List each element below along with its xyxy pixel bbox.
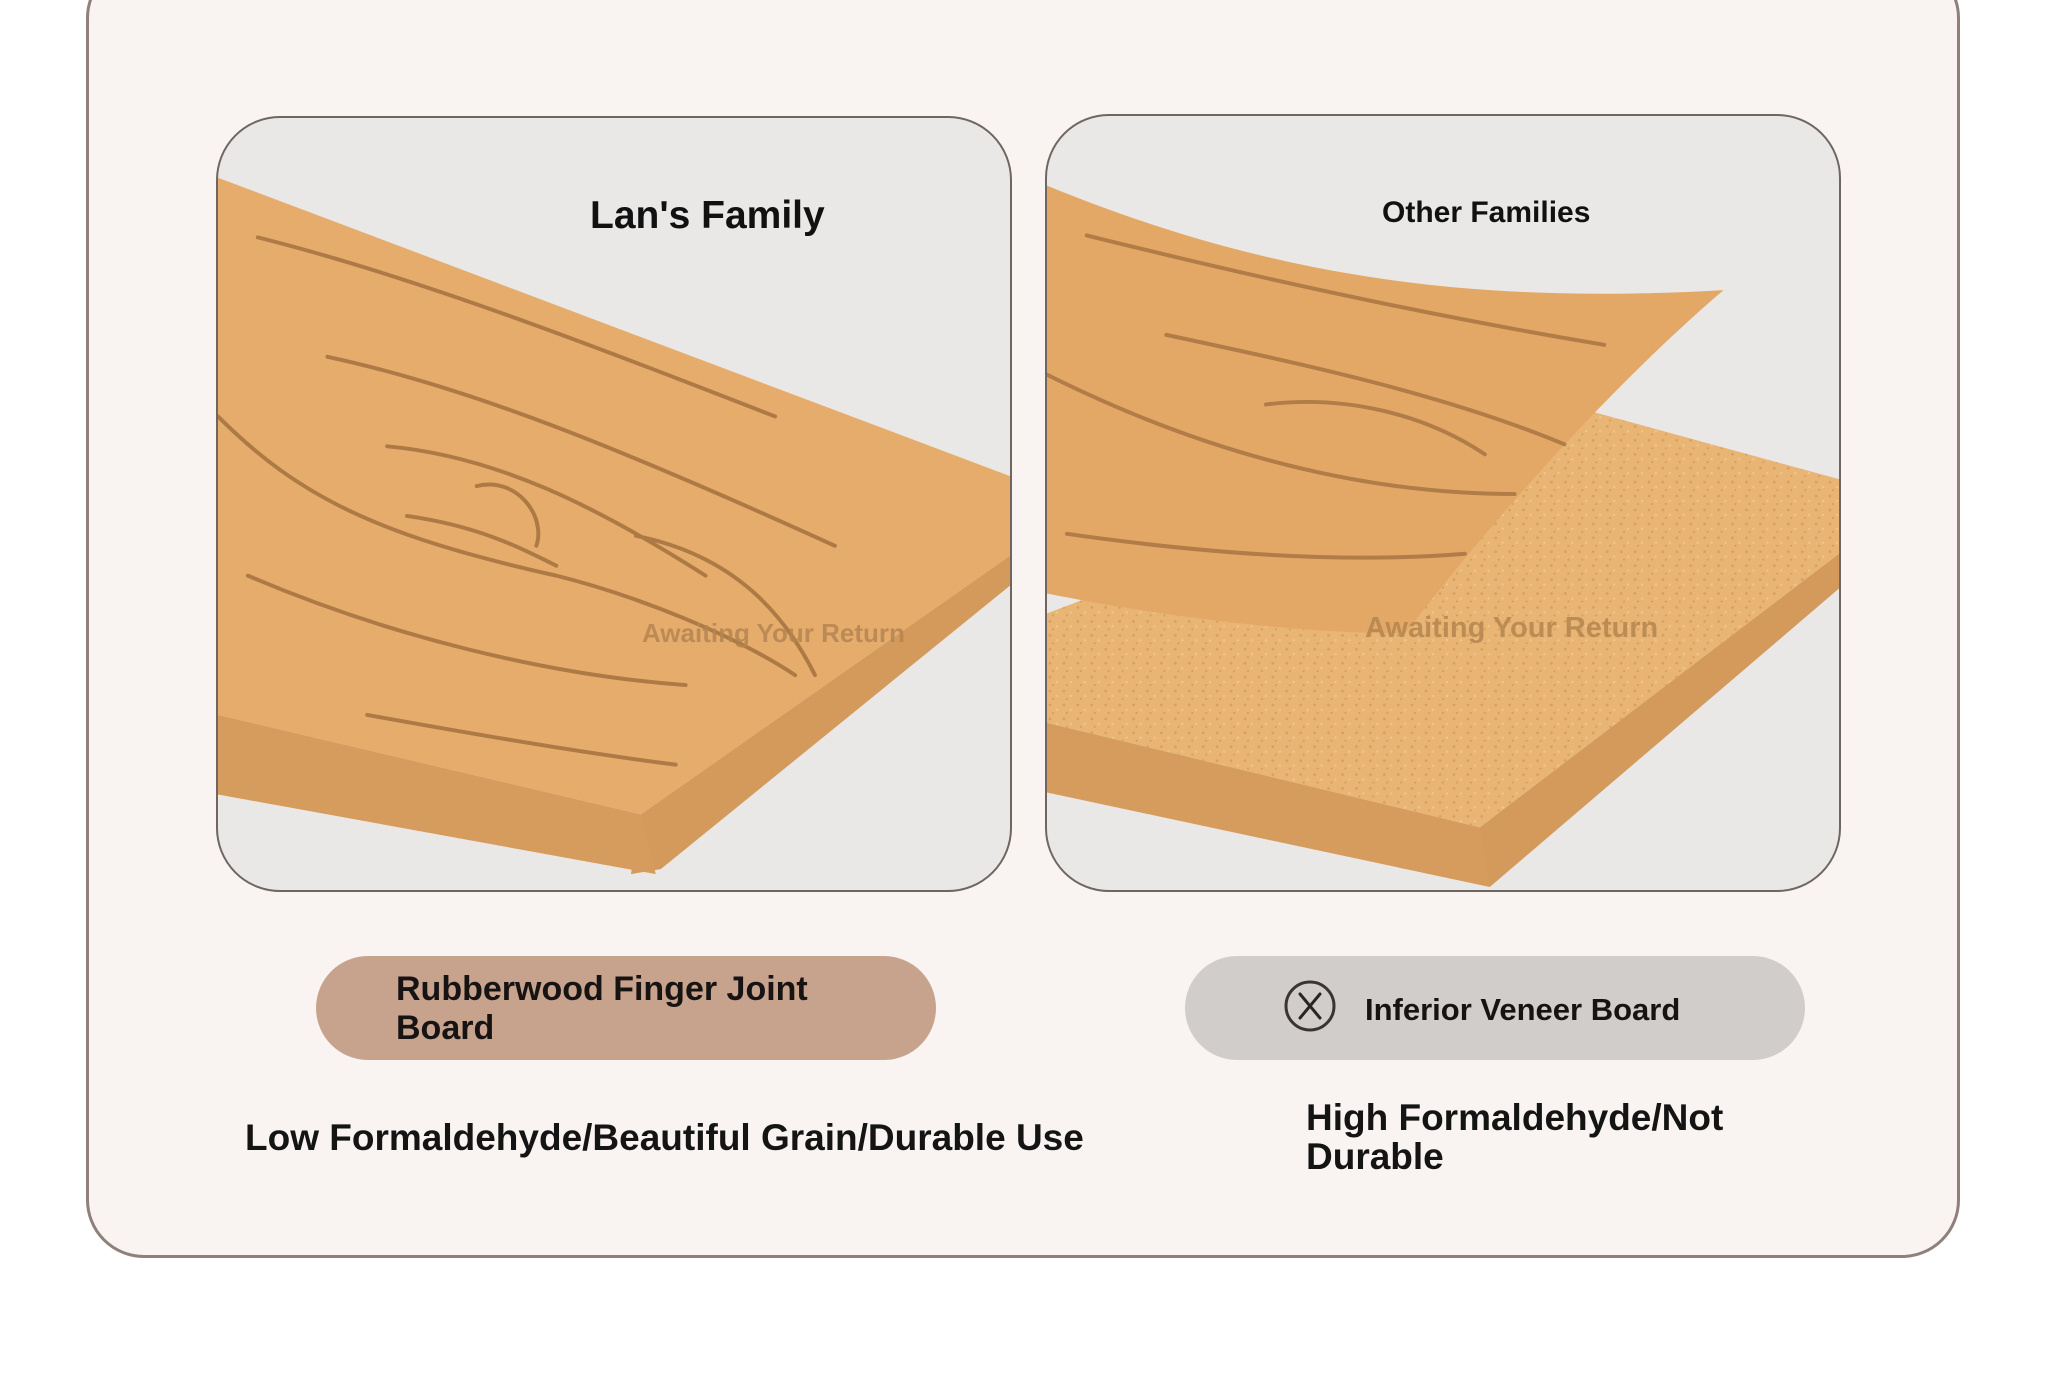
watermark-text: Awaiting Your Return <box>642 618 905 648</box>
solid-wood-board-illustration <box>218 177 1010 875</box>
veneer-board-illustration <box>1047 185 1839 888</box>
lans-family-title: Lan's Family <box>590 194 825 237</box>
x-circle-icon <box>1284 980 1336 1032</box>
rubberwood-benefits-caption: Low Formaldehyde/Beautiful Grain/Durable… <box>245 1117 1084 1158</box>
veneer-board-badge: Inferior Veneer Board <box>1185 956 1805 1060</box>
rubberwood-board-label: Rubberwood Finger Joint Board <box>396 970 808 1047</box>
watermark-text: Awaiting Your Return <box>1365 612 1659 644</box>
veneer-drawbacks-caption: High Formaldehyde/Not Durable <box>1306 1097 1724 1177</box>
rubberwood-board-badge: Rubberwood Finger Joint Board <box>316 956 936 1060</box>
other-families-panel: Other Families Awaiting Your Return <box>1045 114 1841 892</box>
other-families-title: Other Families <box>1382 196 1591 229</box>
lans-family-panel: Lan's Family Awaiting Your Return <box>216 116 1012 892</box>
veneer-board-label: Inferior Veneer Board <box>1365 992 1681 1027</box>
